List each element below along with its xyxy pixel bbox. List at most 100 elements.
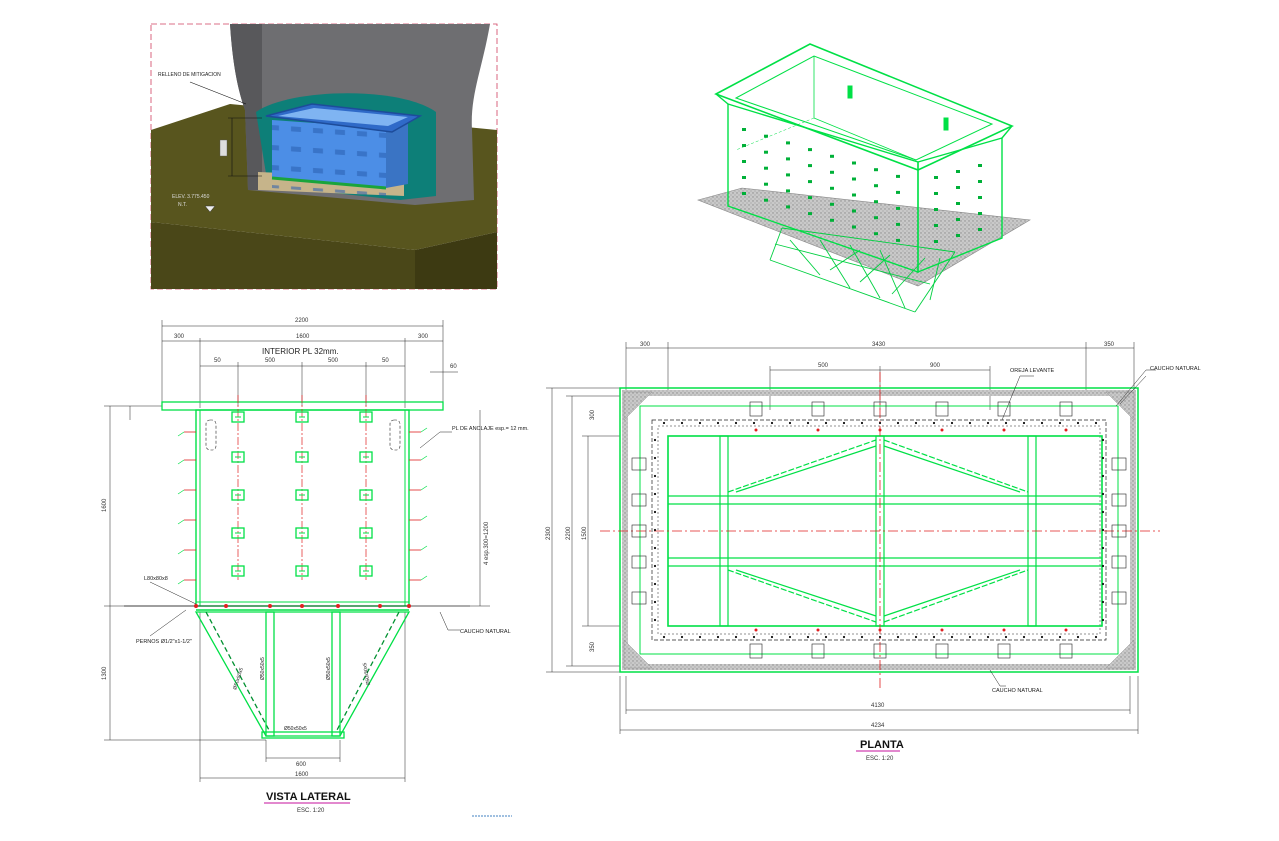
rim-bolt	[1101, 438, 1105, 442]
clip-bottom	[811, 643, 825, 659]
rim-bolt	[770, 421, 774, 425]
iso-bolt	[956, 202, 960, 205]
clip-top	[1059, 401, 1073, 417]
side-member-b: Ø50x50x5	[260, 657, 266, 680]
iso-bolt-grid	[742, 128, 982, 243]
iso-bolt	[786, 173, 790, 177]
side-dim-500-b: 500	[328, 358, 339, 364]
rim-bolt	[968, 421, 972, 425]
rim-bolt	[1094, 635, 1098, 639]
rim-bolt	[662, 635, 666, 639]
rim-bolt	[653, 600, 657, 604]
iso-bolt	[786, 205, 790, 209]
side-view-title: VISTA LATERAL	[266, 791, 351, 803]
rim-bolt	[914, 421, 918, 425]
iso-bolt	[874, 168, 878, 172]
tank-inside	[278, 108, 408, 126]
wall-bolt-tick	[177, 579, 185, 585]
iso-bolt	[956, 186, 960, 189]
side-member-c: Ø50x50x5	[326, 657, 332, 680]
iso-bolt	[956, 234, 960, 237]
side-dim-vertical-right: 4 esp.300=1200	[484, 521, 490, 565]
side-interior-label: INTERIOR PL 32mm.	[262, 347, 339, 356]
anchor-plate	[359, 527, 373, 539]
rim-bolt	[1022, 421, 1026, 425]
anchor-plate	[295, 411, 309, 423]
rim-bolt	[752, 421, 756, 425]
iso-bolt	[896, 174, 900, 178]
rim-bolt	[734, 421, 738, 425]
iso-bolt	[978, 228, 982, 231]
plan-bolt	[940, 428, 944, 432]
iso-bolt	[852, 209, 856, 213]
anchor-plate	[359, 489, 373, 501]
plan-bolt	[1064, 628, 1068, 632]
rim-bolt	[806, 421, 810, 425]
isometric-view	[697, 43, 1031, 313]
rim-bolt	[914, 635, 918, 639]
rim-bolt	[1101, 600, 1105, 604]
side-view: 2200 300 1600 300 INTERIOR PL 32mm. 50 5…	[102, 318, 529, 814]
rim-bolt	[1101, 456, 1105, 460]
iso-bolt	[978, 164, 982, 167]
plan-clips	[631, 401, 1127, 659]
iso-bolt	[978, 212, 982, 215]
wall-bolt-tick	[420, 545, 428, 551]
iso-tank-side	[917, 137, 1003, 274]
iso-bolt	[764, 150, 768, 154]
side-dim-support-height: 1300	[102, 666, 108, 680]
clip-right	[1111, 457, 1127, 471]
rim-bolt	[878, 421, 882, 425]
rim-bolt	[653, 474, 657, 478]
clip-top	[873, 401, 887, 417]
side-member-bottom: Ø50x50x5	[284, 726, 307, 732]
rim-bolt	[1101, 528, 1105, 532]
iso-bolt	[896, 238, 900, 242]
iso-bolt	[852, 225, 856, 229]
side-view-scale: ESC. 1:20	[297, 808, 325, 814]
clip-top	[997, 401, 1011, 417]
anchor-plate	[231, 565, 245, 577]
plan-bolt	[816, 628, 820, 632]
iso-bolt	[764, 134, 768, 138]
clip-left	[631, 591, 647, 605]
side-dim-bottom-1600: 1600	[295, 772, 309, 778]
plan-label-rubber-top: CAUCHO NATURAL	[1150, 366, 1201, 372]
ground-side	[415, 232, 497, 289]
iso-bolt	[830, 186, 834, 190]
iso-bolt	[956, 218, 960, 221]
iso-bolt	[874, 232, 878, 236]
iso-bolt	[786, 157, 790, 161]
plan-dim-top-right: 350	[1104, 342, 1115, 348]
iso-bolt	[742, 128, 746, 131]
rim-bolt	[860, 635, 864, 639]
plan-view: 300 3430 350 500 900 2300 2200 1500 300 …	[546, 342, 1201, 762]
iso-bolt	[934, 208, 938, 211]
rim-bolt	[653, 528, 657, 532]
rim-bolt	[1004, 635, 1008, 639]
side-anchor-plates	[231, 411, 373, 577]
iso-bolt	[852, 161, 856, 165]
rim-bolt	[788, 421, 792, 425]
side-dim-500-a: 500	[265, 358, 276, 364]
rim-bolt	[698, 635, 702, 639]
iso-bolt	[808, 212, 812, 216]
iso-bolt	[764, 182, 768, 186]
clip-left	[631, 457, 647, 471]
rim-bolt	[824, 421, 828, 425]
rim-bolt	[842, 635, 846, 639]
iso-bolt	[830, 170, 834, 174]
plan-dim-left-bottom: 350	[590, 641, 596, 652]
plan-dim-900: 900	[930, 363, 941, 369]
rim-bolt	[653, 582, 657, 586]
side-label-anchor-plate: PL DE ANCLAJE esp.= 12 mm.	[452, 426, 529, 432]
rim-bolt	[1040, 635, 1044, 639]
plan-bolt	[754, 428, 758, 432]
side-dim-60: 60	[450, 364, 457, 370]
iso-bolt	[852, 193, 856, 197]
anchor-plate	[231, 411, 245, 423]
iso-bolt	[896, 222, 900, 226]
clip-left	[631, 524, 647, 538]
rim-bolt	[1101, 582, 1105, 586]
rim-bolt	[1101, 618, 1105, 622]
